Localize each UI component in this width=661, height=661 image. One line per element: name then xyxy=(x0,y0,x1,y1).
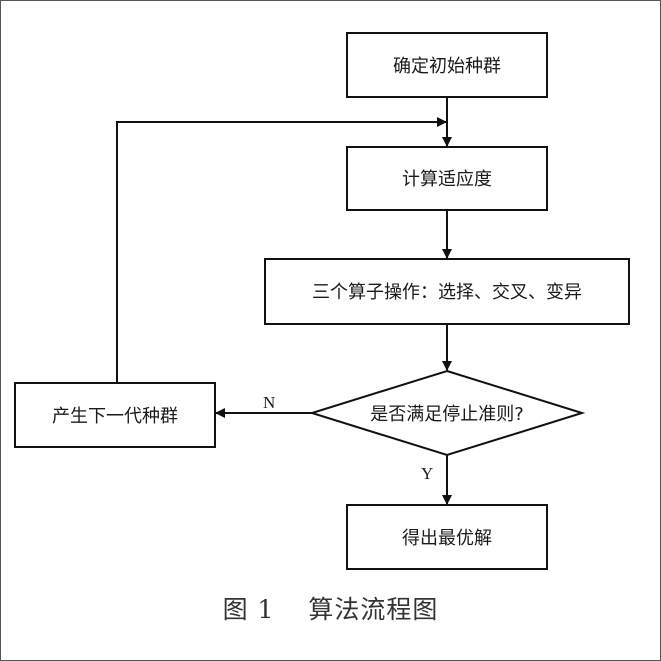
node-compute-fitness: 计算适应度 xyxy=(346,146,548,211)
node-optimal-solution-label: 得出最优解 xyxy=(402,528,492,549)
edge-next-generation-loop-back xyxy=(116,117,447,383)
node-init-population: 确定初始种群 xyxy=(346,32,548,98)
node-next-generation: 产生下一代种群 xyxy=(14,382,216,448)
node-next-generation-label: 产生下一代种群 xyxy=(52,406,178,427)
node-stop-criterion-decision: 是否满足停止准则? xyxy=(308,369,586,457)
node-genetic-operators: 三个算子操作：选择、交叉、变异 xyxy=(264,258,630,325)
node-compute-fitness-label: 计算适应度 xyxy=(402,169,492,190)
node-stop-criterion-label: 是否满足停止准则? xyxy=(370,404,524,425)
node-genetic-operators-label: 三个算子操作：选择、交叉、变异 xyxy=(312,282,582,303)
figure-caption: 图 1 算法流程图 xyxy=(0,590,661,626)
node-optimal-solution: 得出最优解 xyxy=(346,504,548,570)
edge-label-yes: Y xyxy=(421,464,433,483)
figure-caption-number: 图 1 xyxy=(222,595,275,624)
node-init-population-label: 确定初始种群 xyxy=(393,56,501,77)
figure-caption-title: 算法流程图 xyxy=(308,595,439,624)
edge-label-no: N xyxy=(263,393,275,412)
